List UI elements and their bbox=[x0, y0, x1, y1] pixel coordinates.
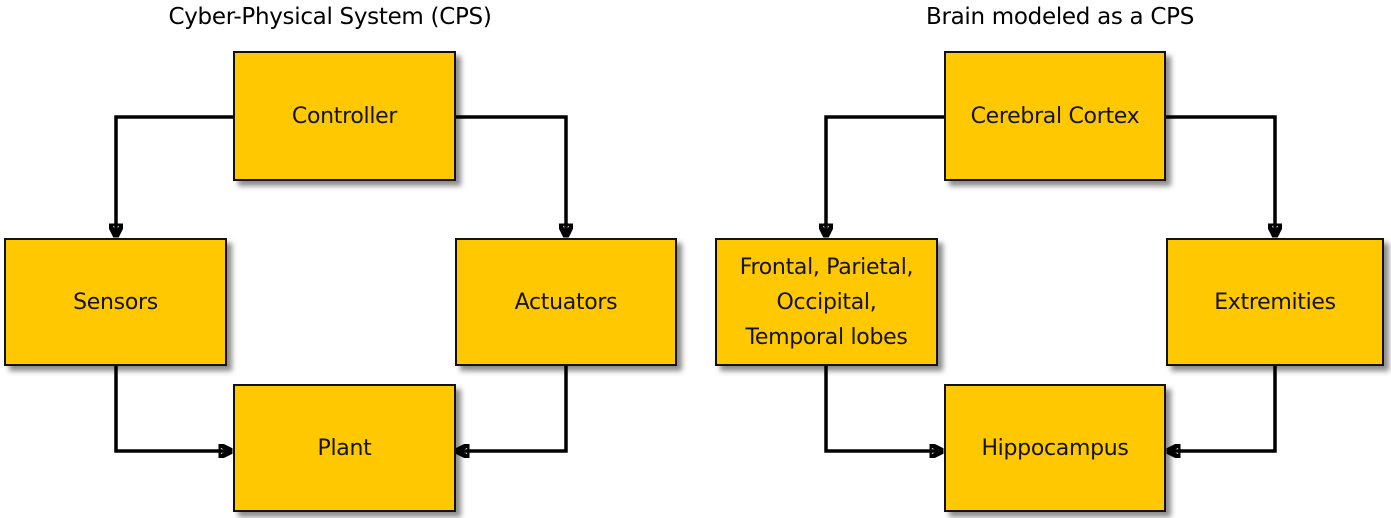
controller-box: Controller bbox=[233, 51, 456, 181]
extremities-label: Extremities bbox=[1214, 289, 1336, 315]
cerebral-cortex-label: Cerebral Cortex bbox=[970, 103, 1140, 129]
lobes-label-line-2: Occipital, bbox=[776, 289, 877, 315]
arrow-controller-to-actuators bbox=[455, 115, 566, 236]
cps-title: Cyber-Physical System (CPS) bbox=[168, 4, 492, 30]
plant-box: Plant bbox=[233, 384, 456, 512]
brain-cps-title: Brain modeled as a CPS bbox=[925, 4, 1194, 30]
arrow-cortex-to-lobes bbox=[826, 115, 946, 236]
extremities-box: Extremities bbox=[1166, 238, 1384, 366]
lobes-label-line-1: Frontal, Parietal, bbox=[739, 254, 914, 280]
controller-label: Controller bbox=[291, 103, 398, 129]
arrow-lobes-to-hippocampus bbox=[824, 366, 942, 451]
arrow-actuators-to-plant bbox=[457, 366, 568, 451]
hippocampus-label: Hippocampus bbox=[981, 435, 1129, 461]
lobes-box: Frontal, Parietal, Occipital, Temporal l… bbox=[715, 238, 938, 366]
arrow-controller-to-sensors bbox=[116, 115, 234, 236]
hippocampus-box: Hippocampus bbox=[944, 384, 1166, 512]
sensors-box: Sensors bbox=[4, 238, 227, 366]
arrow-cortex-to-extremities bbox=[1165, 115, 1275, 236]
actuators-box: Actuators bbox=[455, 238, 677, 366]
plant-label: Plant bbox=[317, 435, 372, 461]
sensors-label: Sensors bbox=[73, 289, 158, 315]
cerebral-cortex-box: Cerebral Cortex bbox=[944, 51, 1166, 181]
arrow-sensors-to-plant bbox=[114, 366, 231, 451]
arrow-extremities-to-hippocampus bbox=[1168, 366, 1277, 451]
lobes-label-line-3: Temporal lobes bbox=[745, 324, 908, 350]
actuators-label: Actuators bbox=[514, 289, 618, 315]
